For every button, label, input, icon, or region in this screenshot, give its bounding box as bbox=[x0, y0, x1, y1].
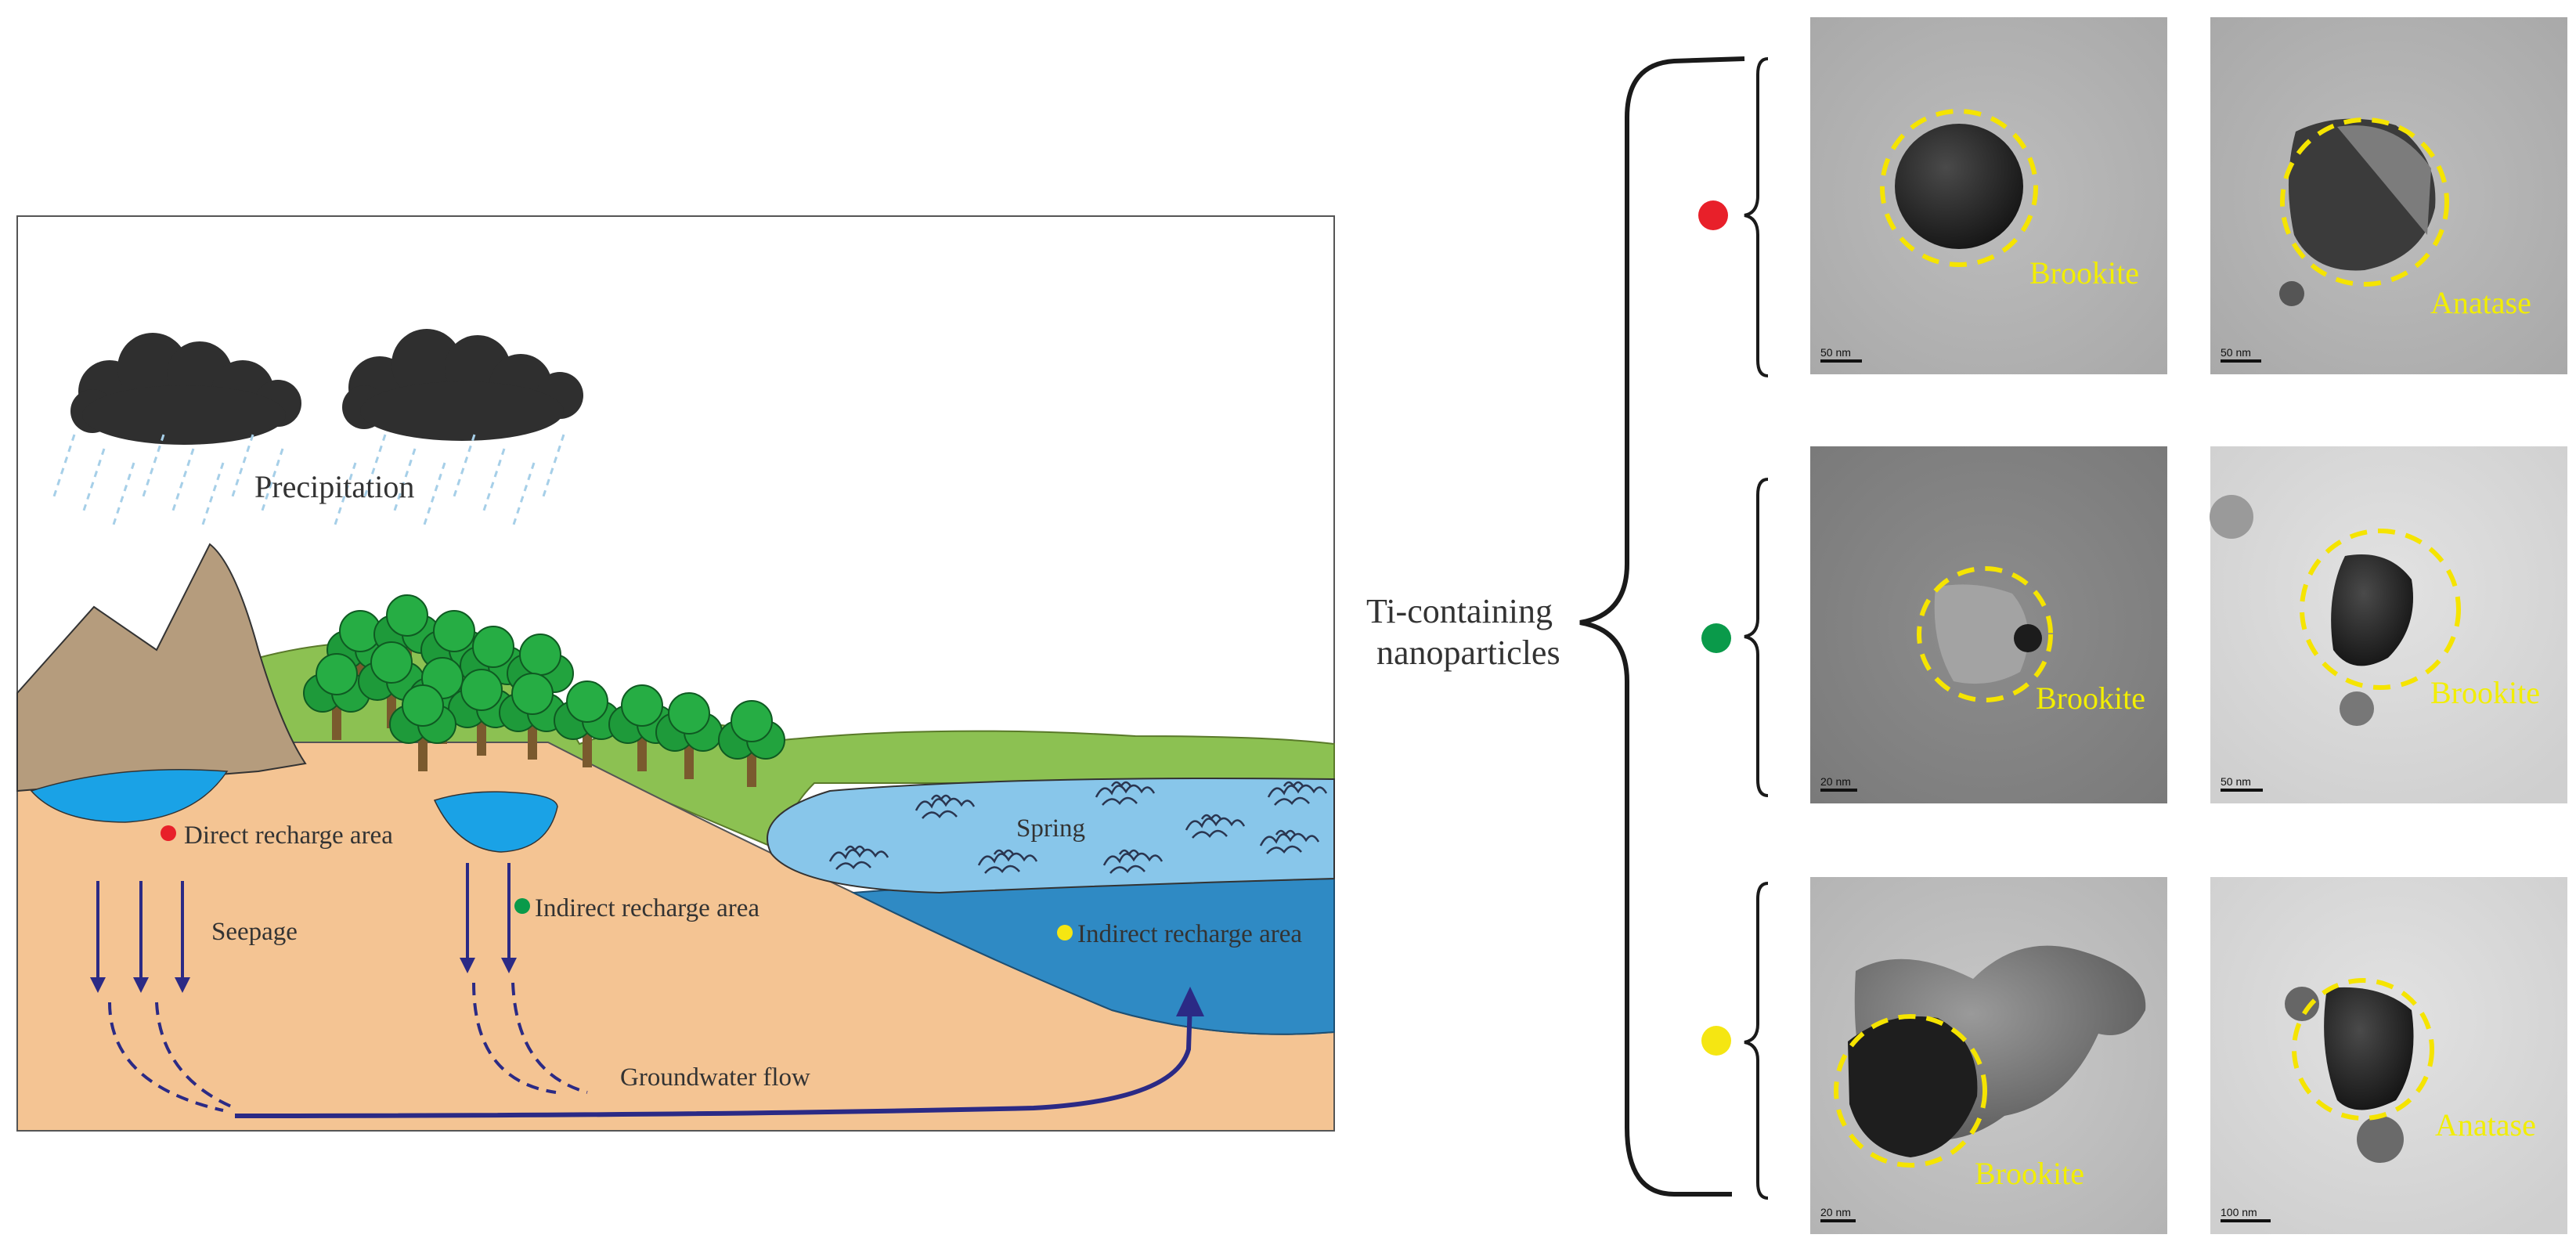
phase-label: Anatase bbox=[2430, 285, 2531, 320]
plant-icon bbox=[828, 845, 889, 870]
tree-icon bbox=[389, 684, 456, 771]
scale-bar-label: 20 nm bbox=[1820, 1206, 1851, 1218]
tem-image: Brookite 20 nm bbox=[1810, 446, 2167, 803]
groundwater-flow-arrowhead bbox=[1176, 987, 1204, 1016]
hydrology-diagram: Precipitation Spring Direct recharge are… bbox=[16, 215, 1335, 1132]
seepage-arrowheads bbox=[90, 958, 517, 993]
scale-bar-label: 50 nm bbox=[2221, 346, 2251, 359]
phase-label: Brookite bbox=[2029, 255, 2139, 291]
tem-image: Brookite 20 nm bbox=[1810, 877, 2167, 1234]
phase-label: Brookite bbox=[2036, 680, 2145, 716]
tem-image: Anatase 100 nm bbox=[2210, 877, 2567, 1234]
row-marker-red bbox=[1698, 200, 1728, 230]
mountain bbox=[16, 543, 307, 792]
plant-icon bbox=[1259, 829, 1320, 854]
tree-icon bbox=[718, 700, 785, 787]
precipitation-label: Precipitation bbox=[254, 469, 414, 504]
direct-recharge-label: Direct recharge area bbox=[184, 821, 393, 850]
row-marker-green bbox=[1701, 623, 1731, 653]
tree-icon bbox=[358, 641, 425, 728]
plant-icon bbox=[1095, 781, 1156, 806]
direct-recharge-lake bbox=[30, 769, 229, 823]
seepage-arrows bbox=[96, 863, 511, 983]
phase-label: Brookite bbox=[2430, 675, 2540, 710]
spring-label: Spring bbox=[1016, 814, 1085, 843]
spring-pool bbox=[767, 778, 1335, 894]
plant-icon bbox=[1185, 814, 1246, 839]
plant-icon bbox=[1267, 781, 1328, 806]
scale-bar-label: 20 nm bbox=[1820, 775, 1851, 788]
indirect-recharge-label-green: Indirect recharge area bbox=[535, 894, 759, 922]
scale-bar-label: 100 nm bbox=[2221, 1206, 2257, 1218]
panel-title-line1: Ti-containing bbox=[1366, 592, 1553, 630]
tree-icon bbox=[655, 692, 723, 779]
scale-bar-label: 50 nm bbox=[2221, 775, 2251, 788]
groundwater-flow-label: Groundwater flow bbox=[620, 1063, 810, 1092]
row-braces bbox=[1744, 57, 1769, 1200]
plant-icon bbox=[977, 849, 1038, 874]
scale-bar-label: 50 nm bbox=[1820, 346, 1851, 359]
forest bbox=[303, 594, 785, 787]
nanoparticle-panel: Ti-containing nanoparticles Brookite 50 … bbox=[1366, 17, 2567, 1234]
phase-label: Brookite bbox=[1975, 1156, 2084, 1191]
panel-title-line2: nanoparticles bbox=[1376, 634, 1560, 672]
cloud-icon bbox=[342, 329, 583, 441]
tem-image: Brookite 50 nm bbox=[2210, 446, 2567, 803]
cloud-icon bbox=[70, 333, 301, 445]
tem-image: Anatase 50 nm bbox=[2210, 17, 2567, 374]
tree-icon bbox=[303, 653, 370, 740]
tree-icon bbox=[608, 684, 676, 771]
groundwater-flow-arrow bbox=[234, 1002, 1192, 1118]
row-marker-yellow bbox=[1701, 1026, 1731, 1056]
indirect-recharge-label-yellow: Indirect recharge area bbox=[1077, 920, 1302, 948]
aquatic-plants bbox=[828, 781, 1328, 874]
tem-image: Brookite 50 nm bbox=[1810, 17, 2167, 374]
phase-label: Anatase bbox=[2435, 1107, 2536, 1143]
direct-recharge-marker bbox=[161, 825, 176, 841]
subsurface-flow-paths bbox=[108, 982, 588, 1112]
indirect-recharge-marker-yellow bbox=[1057, 925, 1073, 940]
seepage-label: Seepage bbox=[211, 918, 298, 946]
plant-icon bbox=[1102, 849, 1164, 874]
indirect-recharge-lake bbox=[433, 791, 558, 853]
indirect-recharge-marker-green bbox=[514, 898, 530, 914]
main-brace bbox=[1579, 56, 1745, 1197]
plant-icon bbox=[915, 794, 976, 819]
